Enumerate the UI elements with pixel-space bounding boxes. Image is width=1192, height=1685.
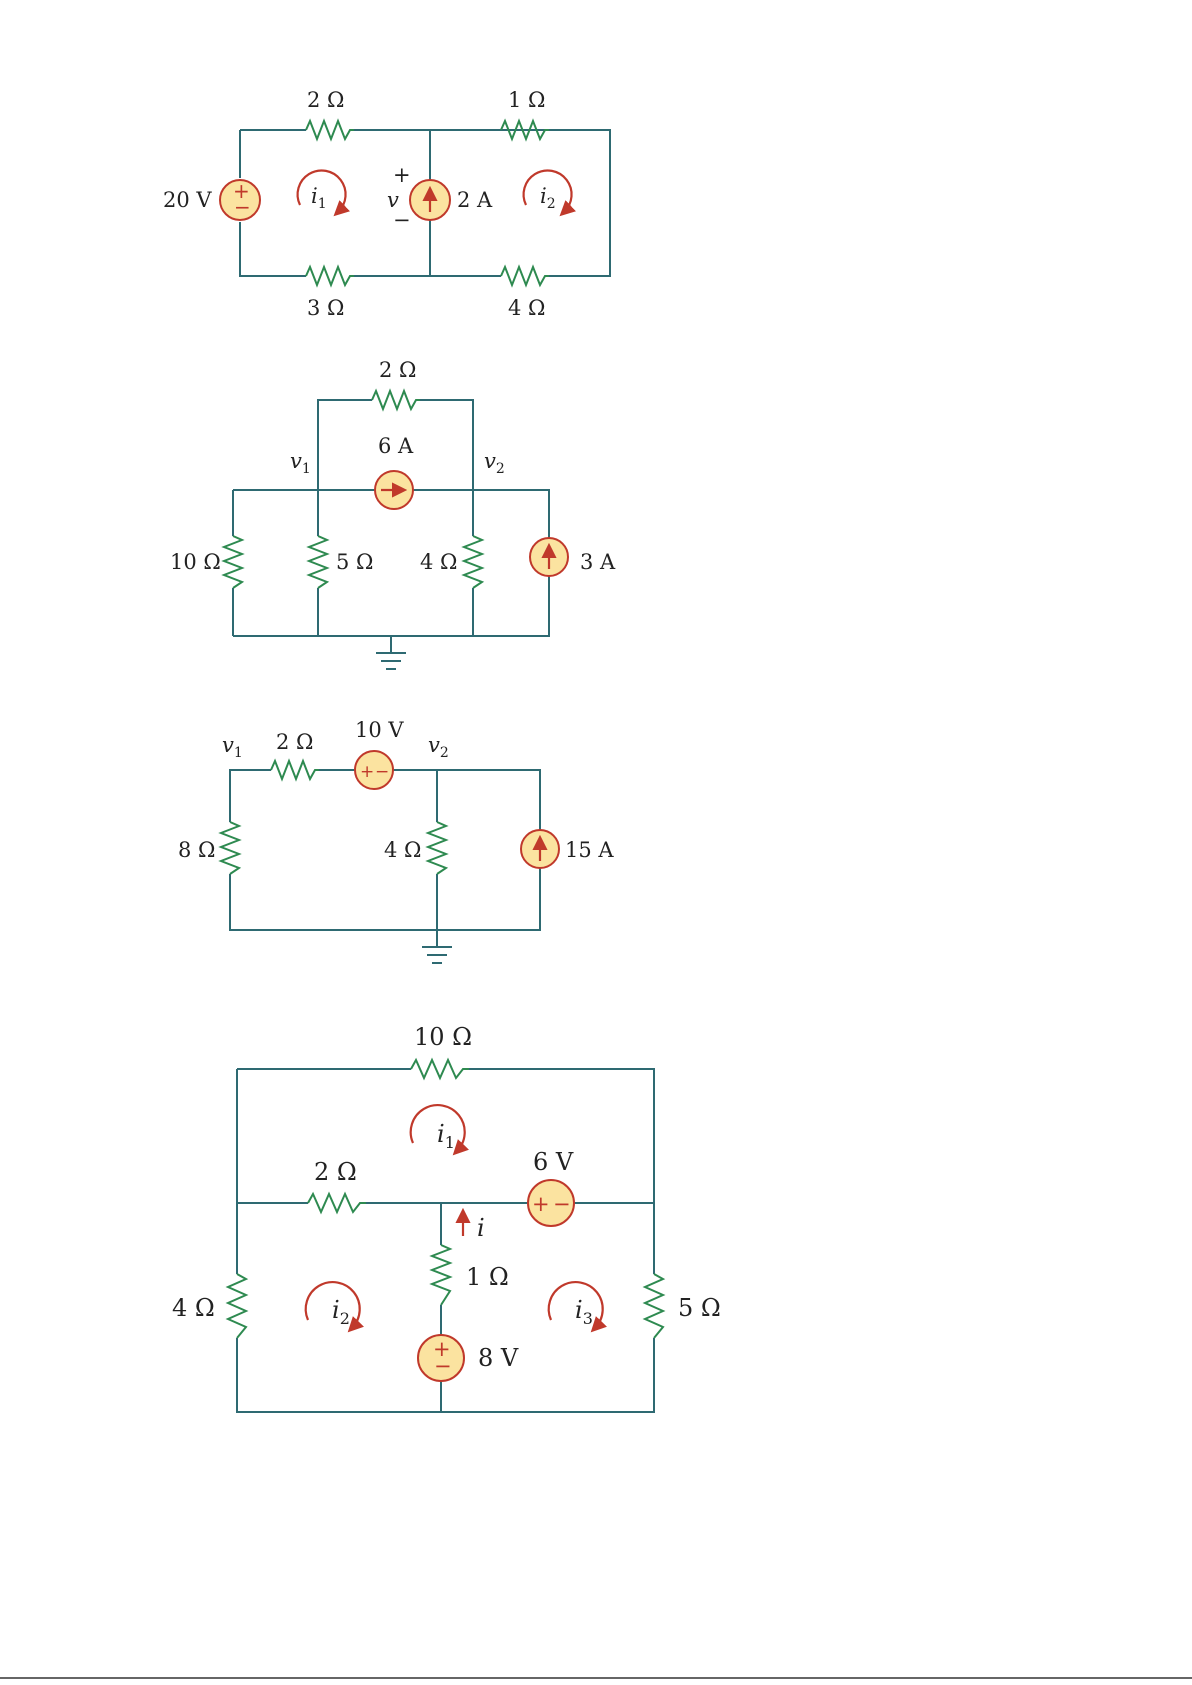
label-2a: 2 A: [457, 188, 493, 212]
resistor-5ohm: [645, 1274, 663, 1338]
resistor-4ohm-bottom: [501, 267, 549, 285]
label-6a: 6 A: [378, 434, 414, 458]
resistor-1ohm: [432, 1245, 450, 1305]
svg-text:−: −: [234, 195, 251, 219]
label-10ohm: 10 Ω: [414, 1023, 472, 1051]
resistor-4ohm: [228, 1274, 246, 1338]
ground-icon: [376, 653, 406, 669]
current-source-6a: [375, 471, 413, 509]
ground-icon: [422, 947, 452, 963]
label-v2: v2: [428, 733, 449, 761]
svg-text:+: +: [360, 762, 374, 782]
circuit-4-mesh: + − + − 10 Ω 2 Ω 6 V i 1 Ω 4 Ω 5 Ω 8 V i…: [172, 1023, 721, 1412]
voltage-source-10v: + −: [355, 751, 393, 789]
label-i2: i2: [332, 1296, 350, 1328]
label-i2: i2: [540, 184, 556, 212]
label-1ohm: 1 Ω: [508, 88, 545, 112]
label-8ohm: 8 Ω: [178, 838, 215, 862]
label-v-minus: −: [393, 208, 411, 232]
resistor-10ohm: [411, 1060, 469, 1078]
voltage-source-6v: + −: [528, 1180, 574, 1226]
resistor-2ohm: [308, 1194, 366, 1212]
label-3ohm: 3 Ω: [307, 296, 344, 320]
svg-text:−: −: [375, 762, 389, 782]
circuit-2-nodal: 2 Ω 6 A v1 v2 10 Ω 5 Ω 4 Ω 3 A: [170, 358, 616, 669]
label-1ohm: 1 Ω: [466, 1263, 509, 1291]
resistor-2ohm-top: [306, 121, 354, 139]
label-2ohm: 2 Ω: [276, 730, 313, 754]
resistor-5ohm: [309, 536, 327, 588]
label-4ohm: 4 Ω: [420, 550, 457, 574]
resistor-3ohm-bottom: [306, 267, 354, 285]
label-3a: 3 A: [580, 550, 616, 574]
label-i1: i1: [437, 1120, 455, 1152]
label-8v: 8 V: [478, 1344, 519, 1372]
label-4ohm: 4 Ω: [508, 296, 545, 320]
label-v1: v1: [222, 733, 243, 761]
resistor-2ohm: [271, 761, 319, 779]
svg-text:−: −: [553, 1192, 571, 1216]
label-5ohm: 5 Ω: [678, 1294, 721, 1322]
circuit-3-supernode: + − v1 2 Ω 10 V v2 8 Ω 4 Ω 15 A: [178, 718, 614, 963]
circuit-1-mesh: + − 2 Ω 1 Ω 3 Ω 4 Ω 20 V 2 A v + − i1 i2: [163, 88, 610, 320]
current-source-15a: [521, 830, 559, 868]
voltage-source-20v: + −: [220, 179, 260, 220]
label-10ohm: 10 Ω: [170, 550, 221, 574]
label-5ohm: 5 Ω: [336, 550, 373, 574]
label-15a: 15 A: [565, 838, 614, 862]
label-v1: v1: [290, 449, 311, 477]
resistor-4ohm: [464, 536, 482, 588]
resistor-8ohm: [221, 822, 239, 874]
label-4ohm: 4 Ω: [384, 838, 421, 862]
label-4ohm: 4 Ω: [172, 1294, 215, 1322]
label-v2: v2: [484, 449, 505, 477]
voltage-source-8v: + −: [418, 1335, 464, 1381]
label-2ohm: 2 Ω: [314, 1158, 357, 1186]
label-10v: 10 V: [355, 718, 404, 742]
resistor-4ohm: [428, 822, 446, 874]
svg-text:−: −: [434, 1354, 452, 1378]
label-v-plus: +: [393, 163, 411, 187]
label-2ohm: 2 Ω: [307, 88, 344, 112]
current-source-2a: [410, 180, 450, 220]
label-20v: 20 V: [163, 188, 212, 212]
label-6v: 6 V: [533, 1148, 574, 1176]
current-source-3a: [530, 538, 568, 576]
label-i3: i3: [575, 1296, 593, 1328]
resistor-2ohm-top: [372, 391, 420, 409]
resistor-10ohm: [224, 536, 242, 588]
label-2ohm: 2 Ω: [379, 358, 416, 382]
label-i1: i1: [311, 184, 327, 212]
label-i: i: [477, 1214, 485, 1242]
svg-text:+: +: [532, 1192, 550, 1216]
